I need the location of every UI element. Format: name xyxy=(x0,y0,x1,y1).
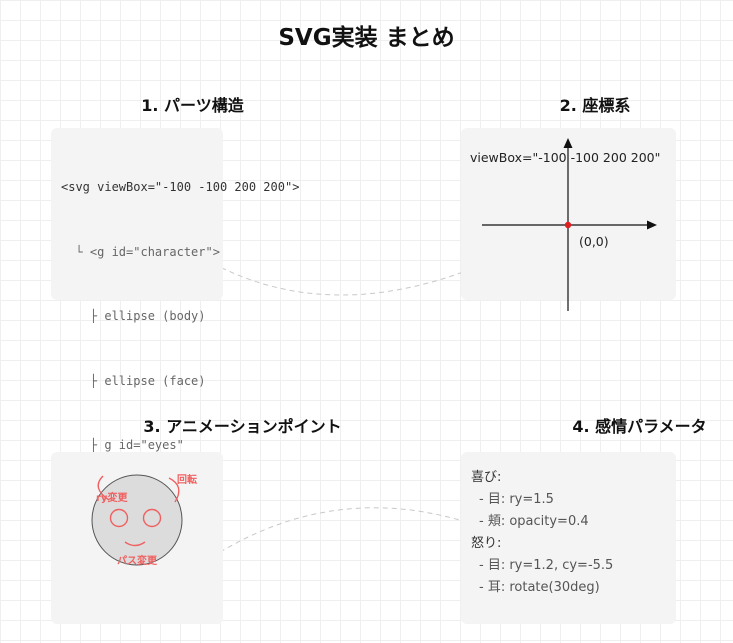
eye-right xyxy=(142,508,162,528)
section-title-animation: 3. アニメーションポイント xyxy=(143,417,342,436)
anger-item: - 耳: rotate(30deg) xyxy=(479,580,600,595)
anger-item: - 目: ry=1.2, cy=-5.5 xyxy=(479,558,614,573)
character-face xyxy=(91,474,183,566)
joy-item: - 頬: opacity=0.4 xyxy=(479,514,589,529)
connector-animation-to-emotion xyxy=(189,507,491,573)
ear-right-curve xyxy=(168,477,180,503)
eye-left xyxy=(109,508,129,528)
emotion-panel xyxy=(461,452,676,624)
section-title-emotion: 4. 感情パラメータ xyxy=(572,417,707,436)
annotation-rotate: 回転 xyxy=(177,473,197,486)
origin-label: (0,0) xyxy=(579,234,609,249)
mouth xyxy=(124,541,146,547)
x-axis-arrow-icon xyxy=(647,220,657,230)
section-title-parts: 1. パーツ構造 xyxy=(141,96,244,115)
code-line: ├ ellipse (face) xyxy=(61,373,206,388)
code-line: ├ g id="eyes" xyxy=(61,438,184,452)
ear-left-curve xyxy=(97,475,110,501)
code-line: <svg viewBox="-100 -100 200 200"> xyxy=(61,180,300,194)
y-axis-arrow-icon xyxy=(563,138,573,148)
annotation-ry: ry変更 xyxy=(96,491,128,504)
character-diagram: ry変更 回転 パス変更 xyxy=(91,473,197,567)
code-line: └ <g id="character"> xyxy=(61,244,220,259)
parts-panel xyxy=(51,128,223,300)
joy-heading: 喜び: xyxy=(471,470,502,485)
page-title: SVG実装 まとめ xyxy=(278,25,455,51)
origin-point xyxy=(564,221,572,229)
section-title-coords: 2. 座標系 xyxy=(559,96,631,115)
anger-heading: 怒り: xyxy=(471,536,502,551)
code-line: ├ ellipse (body) xyxy=(61,309,206,323)
joy-item: - 目: ry=1.5 xyxy=(479,492,554,507)
annotation-path: パス変更 xyxy=(117,554,158,567)
viewbox-label: viewBox="-100 -100 200 200" xyxy=(470,150,660,165)
coordinate-diagram: viewBox="-100 -100 200 200" (0,0) xyxy=(470,138,660,311)
emotion-params: 喜び: - 目: ry=1.5 - 頬: opacity=0.4 怒り: - 目… xyxy=(471,467,613,599)
